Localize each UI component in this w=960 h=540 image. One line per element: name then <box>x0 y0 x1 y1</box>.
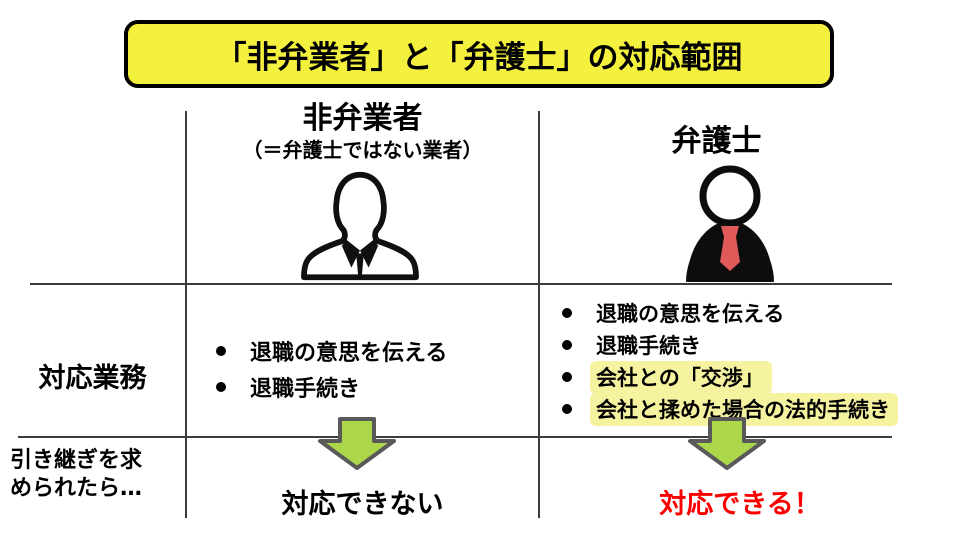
table-horizontal-divider-top <box>30 283 892 285</box>
table-vertical-divider-left <box>185 111 187 518</box>
title-banner: 「非弁業者」と「弁護士」の対応範囲 <box>124 20 834 88</box>
down-arrow-icon <box>688 417 766 470</box>
bullet-icon <box>562 340 572 350</box>
bullet-icon <box>562 404 572 414</box>
page-title: 「非弁業者」と「弁護士」の対応範囲 <box>215 39 743 76</box>
list-item: 会社との「交渉」 <box>562 360 898 394</box>
task-list-hiben: 退職の意思を伝える 退職手続き <box>216 333 447 405</box>
handover-label-line1: 引き継ぎを求 <box>10 448 143 473</box>
task-text-highlighted: 会社と揉めた場合の法的手続き <box>590 392 898 426</box>
column-header-lawyer: 弁護士 <box>540 116 893 160</box>
down-arrow-icon <box>318 417 396 470</box>
task-text-highlighted: 会社との「交渉」 <box>590 360 772 394</box>
task-text: 退職の意思を伝える <box>596 302 785 326</box>
task-text: 退職の意思を伝える <box>250 341 448 366</box>
list-item: 退職手続き <box>216 369 447 405</box>
result-can-handle: 対応できる！ <box>659 489 821 520</box>
lawyer-icon <box>682 165 778 287</box>
result-cannot-handle: 対応できない <box>281 489 444 520</box>
task-text: 退職手続き <box>596 334 701 358</box>
bullet-icon <box>562 308 572 318</box>
bullet-icon <box>216 382 226 392</box>
lawyer-header-text: 弁護士 <box>671 124 762 159</box>
table-horizontal-divider-bottom <box>18 436 892 438</box>
table-vertical-divider-right <box>538 111 540 518</box>
hiben-subheader-text: （＝弁護士ではない業者） <box>242 138 483 162</box>
handover-label-line2: められたら… <box>10 476 143 501</box>
task-text: 退職手続き <box>250 377 361 402</box>
list-item: 退職手続き <box>562 329 898 361</box>
businessman-outline-icon <box>297 170 423 287</box>
list-item: 退職の意思を伝える <box>216 333 447 369</box>
row-label-tasks: 対応業務 <box>38 363 147 394</box>
list-item: 会社と揉めた場合の法的手続き <box>562 392 898 426</box>
task-list-lawyer: 退職の意思を伝える 退職手続き 会社との「交渉」 会社と揉めた場合の法的手続き <box>562 297 898 426</box>
list-item: 退職の意思を伝える <box>562 297 898 329</box>
row-label-handover: 引き継ぎを求 められたら… <box>10 447 180 503</box>
hiben-header-text: 非弁業者 <box>302 101 423 136</box>
bullet-icon <box>562 372 572 382</box>
column-header-hiben: 非弁業者 （＝弁護士ではない業者） <box>186 102 539 163</box>
bullet-icon <box>216 346 226 356</box>
